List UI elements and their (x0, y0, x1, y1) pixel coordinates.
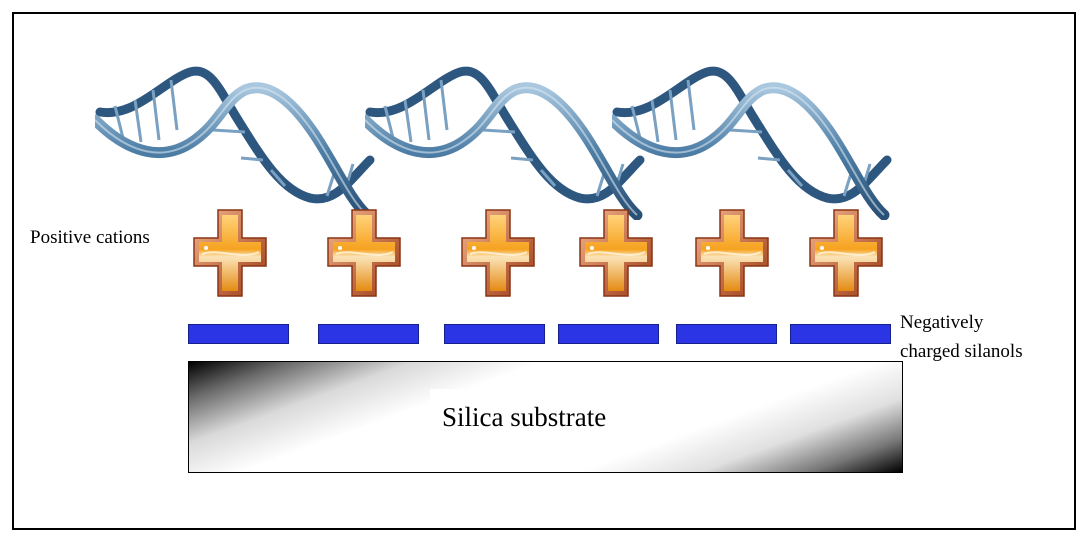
silanol-bar (318, 324, 419, 344)
plus-cation-icon (460, 208, 536, 298)
plus-cation-icon (192, 208, 268, 298)
silanol-bar (188, 324, 289, 344)
silanols-label: Negatively charged silanols (900, 308, 1080, 366)
silanols-label-line2: charged silanols (900, 341, 1023, 362)
cations-label: Positive cations (30, 227, 150, 248)
dna-double-helix-icon (612, 60, 897, 220)
dna-double-helix-icon (365, 60, 650, 220)
plus-cation-icon (694, 208, 770, 298)
silanol-bar (790, 324, 891, 344)
silanol-bar (444, 324, 545, 344)
dna-double-helix-icon (95, 60, 380, 220)
plus-cation-icon (326, 208, 402, 298)
silanols-label-line1: Negatively (900, 312, 984, 333)
plus-cation-icon (808, 208, 884, 298)
silanol-bar (558, 324, 659, 344)
substrate-label: Silica substrate (442, 402, 607, 432)
substrate-label-box (430, 389, 660, 447)
silanol-bar (676, 324, 777, 344)
plus-cation-icon (578, 208, 654, 298)
